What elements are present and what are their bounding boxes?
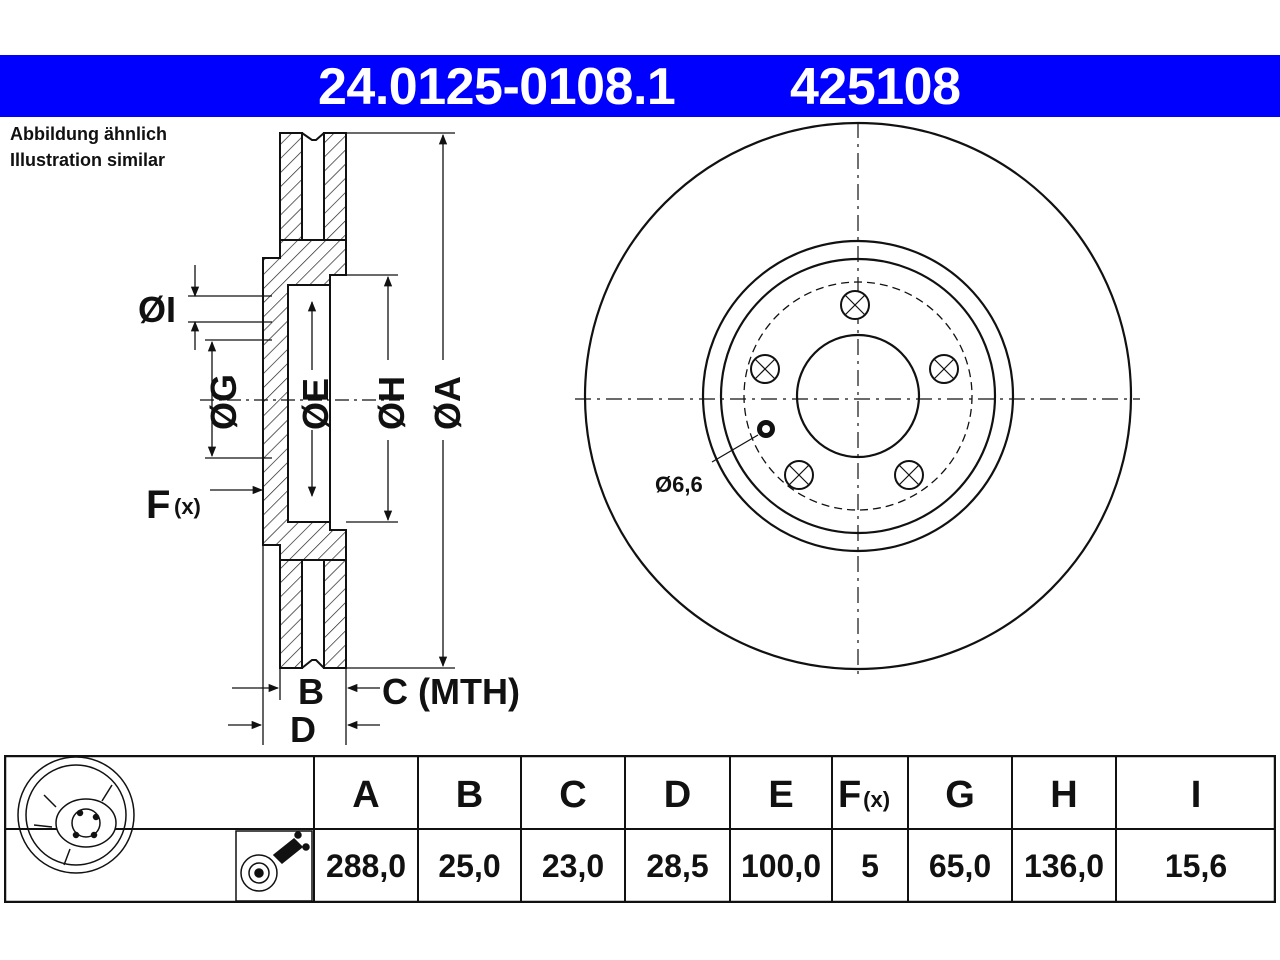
table-header-d: D (664, 774, 691, 816)
locating-hole-label: Ø6,6 (655, 472, 703, 497)
label-I: ØI (138, 289, 176, 330)
table-header-c: C (559, 774, 586, 816)
label-A: ØA (427, 376, 468, 430)
locating-hole-leader (711, 434, 759, 463)
dim-I (188, 265, 272, 350)
disc-thumbnail-icon (17, 756, 135, 874)
bolt-hole (784, 460, 814, 490)
header-bar (0, 55, 1280, 117)
bolt-hole (929, 354, 959, 384)
note-english: Illustration similar (10, 150, 166, 170)
table-header-h: H (1050, 774, 1077, 816)
table-value-row: 288,0 25,0 23,0 28,5 100,0 5 65,0 136,0 15,6 (326, 848, 1227, 884)
part-number: 24.0125-0108.1 (318, 58, 676, 116)
label-B: B (298, 671, 324, 712)
table-value-a: 288,0 (326, 848, 406, 884)
dim-G (205, 339, 272, 459)
table-column-lines (313, 755, 1117, 903)
label-F: F (146, 483, 170, 527)
table-value-f: 5 (861, 848, 879, 884)
note-german: Abbildung ähnlich (10, 124, 167, 144)
label-G: ØG (203, 374, 244, 430)
disc-section (262, 132, 347, 669)
front-view (575, 121, 1140, 680)
bolt-hole (894, 460, 924, 490)
bolt-holes (750, 290, 959, 490)
table-header-g: G (945, 774, 975, 816)
label-H: ØH (371, 376, 412, 430)
table-value-i: 15,6 (1165, 848, 1227, 884)
table-header-b: B (456, 774, 483, 816)
mounting-icon (235, 830, 313, 902)
bolt-hole (840, 290, 870, 320)
table-header-a: A (352, 774, 379, 816)
table-value-c: 23,0 (542, 848, 604, 884)
bolt-hole (750, 354, 780, 384)
reference-number: 425108 (790, 58, 961, 116)
table-header-e: E (768, 774, 793, 816)
table-value-d: 28,5 (646, 848, 708, 884)
label-C: C (MTH) (382, 671, 520, 712)
dim-H (346, 274, 398, 523)
dim-BCD (228, 545, 380, 745)
table-value-h: 136,0 (1024, 848, 1104, 884)
dim-A (346, 132, 455, 669)
table-header-i: I (1191, 774, 1202, 816)
table-value-e: 100,0 (741, 848, 821, 884)
label-F-sub: (x) (174, 494, 201, 519)
label-D: D (290, 709, 316, 750)
table-value-b: 25,0 (438, 848, 500, 884)
locating-hole-center (762, 425, 770, 433)
table-value-g: 65,0 (929, 848, 991, 884)
label-E: ØE (295, 378, 336, 430)
